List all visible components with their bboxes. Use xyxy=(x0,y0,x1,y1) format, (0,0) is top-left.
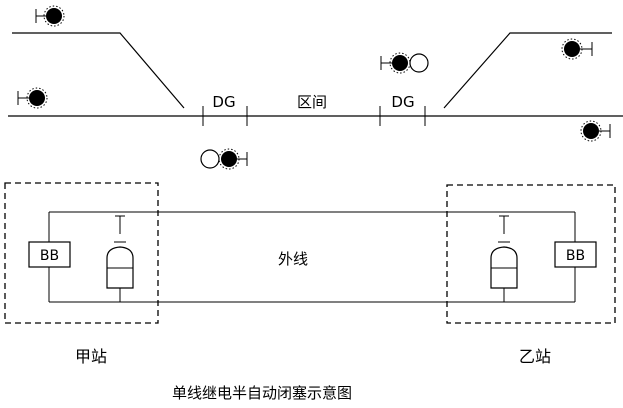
station-a-equipment: BB xyxy=(28,212,134,302)
section-label: 区间 xyxy=(297,93,327,111)
station-b-label: 乙站 xyxy=(519,347,551,366)
outer-line-wiring xyxy=(49,211,575,303)
signal-bottom-center-double xyxy=(200,148,248,170)
diagram-caption: 单线继电半自动闭塞示意图 xyxy=(172,384,352,402)
station-b-boundary xyxy=(446,184,616,324)
station-a-boundary xyxy=(4,182,159,324)
signal-top-left xyxy=(35,5,65,27)
signal-mid-left xyxy=(17,87,48,109)
station-a-label: 甲站 xyxy=(75,347,107,366)
telephone-icon xyxy=(490,215,518,302)
dg-label-right: DG xyxy=(391,93,414,111)
bb-label-right: BB xyxy=(566,248,585,264)
bb-box-left xyxy=(28,241,71,268)
signal-mid-right xyxy=(580,120,611,142)
signal-top-center-double xyxy=(380,52,429,74)
dg-label-left: DG xyxy=(212,93,235,111)
left-siding-track xyxy=(12,32,185,109)
signal-top-right xyxy=(561,38,593,60)
bb-label-left: BB xyxy=(40,248,59,264)
station-b-equipment: BB xyxy=(490,212,597,302)
track-layout: DG 区间 DG xyxy=(8,32,623,126)
telephone-icon xyxy=(106,215,134,302)
right-siding-track xyxy=(443,32,612,109)
outer-line-label: 外线 xyxy=(278,250,308,268)
